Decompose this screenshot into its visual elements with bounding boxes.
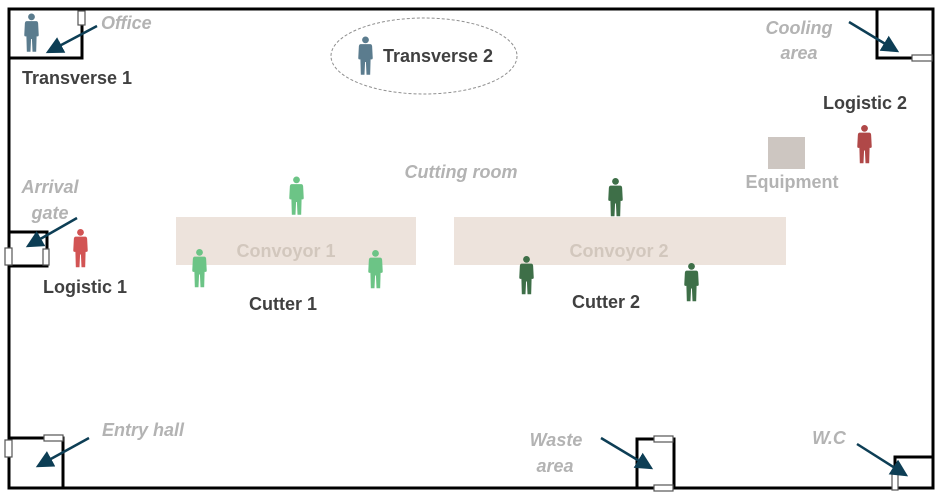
- conveyor-2: [454, 217, 786, 265]
- arrival-door-outer[interactable]: [4, 247, 13, 266]
- entry-door-outer[interactable]: [4, 439, 13, 458]
- entry-hall-label: Entry hall: [102, 420, 185, 440]
- office-arrow: [45, 24, 98, 54]
- wc-label: W.C: [812, 428, 847, 448]
- cutter-1-label: Cutter 1: [249, 294, 317, 314]
- office-label: Office: [101, 13, 152, 33]
- cooling-door[interactable]: [911, 54, 933, 62]
- office-door[interactable]: [77, 10, 86, 26]
- wc-room: [891, 455, 933, 491]
- conveyor-1: [176, 217, 416, 265]
- cooling-label-2: area: [780, 43, 817, 63]
- logistic-1-label: Logistic 1: [43, 277, 127, 297]
- cutter-1-top-person-icon: [289, 176, 304, 215]
- arrival-label-1: Arrival: [20, 177, 79, 197]
- office-room: [9, 9, 86, 60]
- equipment-box: [768, 137, 805, 169]
- waste-door-top[interactable]: [653, 435, 674, 443]
- logistic-2-label: Logistic 2: [823, 93, 907, 113]
- transverse-2-zone: [330, 17, 518, 95]
- wc-arrow: [856, 442, 909, 477]
- equipment-label: Equipment: [746, 172, 839, 192]
- conveyor-2-label: Convoyor 2: [569, 241, 668, 261]
- cutter-2-top-person-icon: [608, 177, 623, 217]
- direction-arrows: [25, 20, 909, 477]
- waste-arrow: [600, 436, 654, 470]
- transverse-1-label: Transverse 1: [22, 68, 132, 88]
- waste-label-1: Waste: [530, 430, 583, 450]
- entry-door-inner[interactable]: [43, 434, 64, 442]
- entry-hall-arrow: [35, 436, 90, 468]
- cooling-room: [875, 9, 933, 62]
- transverse-1-person-icon: [24, 13, 39, 52]
- logistic-2-person-icon: [857, 124, 872, 164]
- cooling-label-1: Cooling: [766, 18, 833, 38]
- waste-door-bottom[interactable]: [653, 484, 674, 492]
- transverse-2-person-icon: [358, 36, 373, 75]
- arrival-door-inner[interactable]: [42, 248, 50, 266]
- logistic-1-person-icon: [73, 228, 88, 268]
- cutting-room-label: Cutting room: [405, 162, 518, 182]
- arrival-arrow: [25, 216, 78, 248]
- cutter-2-right-person-icon: [684, 262, 699, 302]
- waste-label-2: area: [536, 456, 573, 476]
- cutter-2-label: Cutter 2: [572, 292, 640, 312]
- cooling-arrow: [848, 20, 900, 53]
- arrival-label-2: gate: [30, 203, 68, 223]
- transverse-2-label: Transverse 2: [383, 46, 493, 66]
- entry-hall-room: [4, 434, 65, 488]
- wc-door[interactable]: [891, 473, 899, 491]
- conveyor-1-label: Convoyor 1: [236, 241, 335, 261]
